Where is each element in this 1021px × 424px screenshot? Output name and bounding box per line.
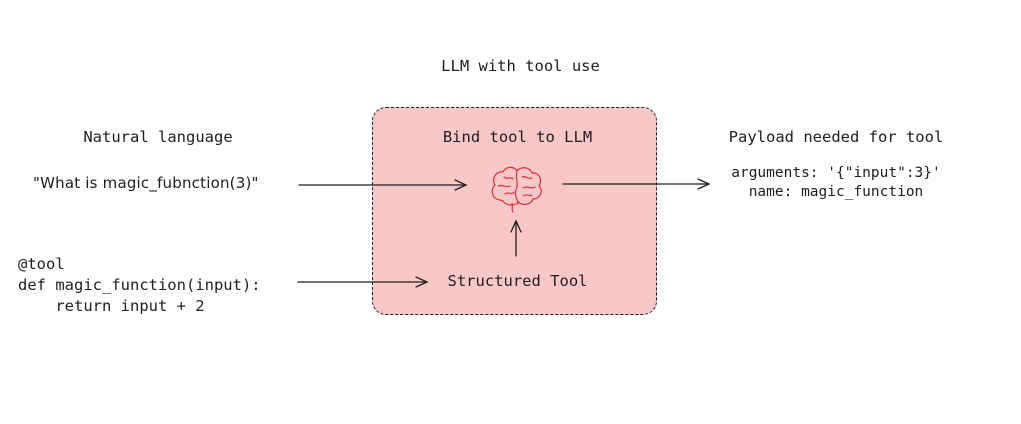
payload-name: name: magic_function bbox=[748, 184, 924, 200]
bind-tool-label: Bind tool to LLM bbox=[442, 128, 593, 146]
code-block: @tool def magic_function(input): return … bbox=[18, 254, 261, 317]
natural-language-example: "What is magic_fubnction(3)" bbox=[33, 174, 259, 192]
arrow-nl-to-llm bbox=[298, 179, 468, 191]
payload-heading: Payload needed for tool bbox=[728, 128, 944, 146]
structured-tool-label: Structured Tool bbox=[447, 272, 588, 290]
code-line: def magic_function(input): bbox=[18, 276, 261, 294]
bind-tool-box bbox=[372, 107, 657, 315]
arrow-llm-to-payload bbox=[562, 178, 711, 190]
code-line: @tool bbox=[18, 255, 65, 273]
brain-icon bbox=[491, 166, 542, 213]
code-line: return input + 2 bbox=[18, 297, 205, 315]
payload-values: arguments: '{"input":3}' name: magic_fun… bbox=[700, 164, 972, 202]
arrow-tool-to-llm bbox=[510, 219, 522, 257]
arrow-code-to-tool bbox=[297, 276, 429, 288]
natural-language-heading: Natural language bbox=[83, 128, 233, 146]
payload-arguments: arguments: '{"input":3}' bbox=[731, 165, 941, 181]
diagram-title: LLM with tool use bbox=[441, 57, 600, 75]
